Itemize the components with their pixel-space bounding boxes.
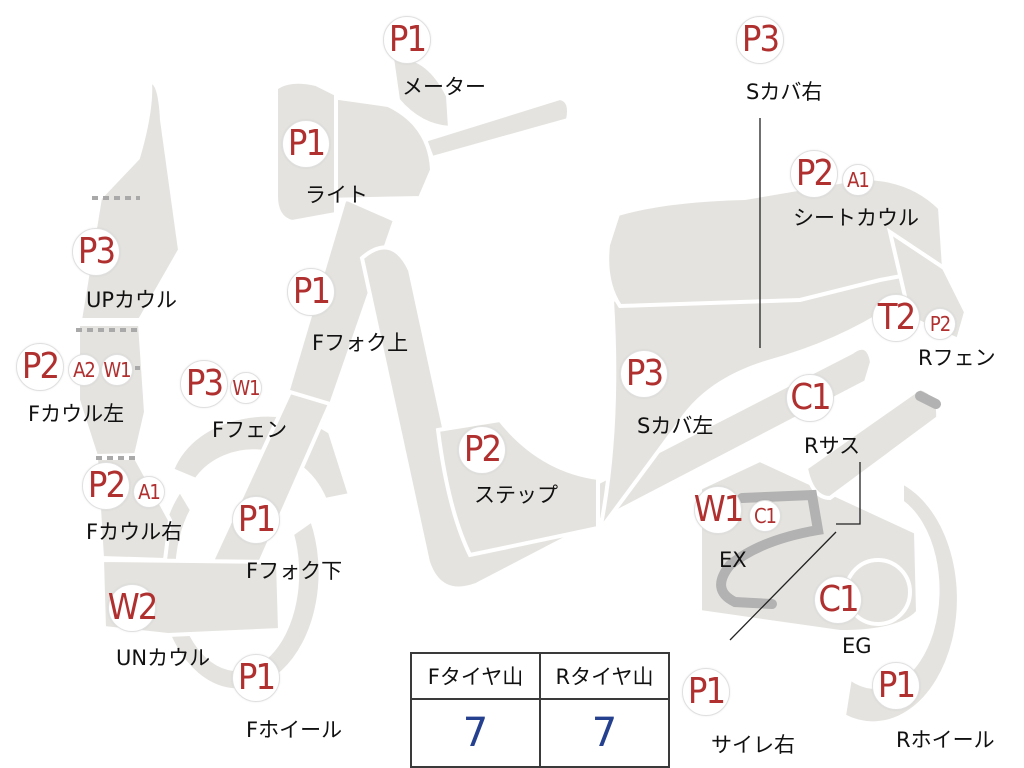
fork-lower-badge-1: P1	[232, 496, 280, 544]
s-cover-right-badge-1: P3	[736, 16, 784, 64]
engine-label: EG	[842, 634, 872, 658]
r-wheel-badge-1: P1	[872, 662, 920, 710]
rear-wheel-shape	[841, 478, 961, 726]
f-fender-badge-1: P3	[180, 360, 228, 408]
f-cowl-right-label: Fカウル右	[86, 520, 183, 544]
up-cowl-badge-1: P3	[72, 228, 120, 276]
up-cowl-shape	[77, 80, 183, 322]
s-cover-left-badge-1: P3	[620, 350, 668, 398]
f-wheel-badge-1: P1	[232, 654, 280, 702]
f-fender-label: Fフェン	[212, 418, 288, 442]
frame-shape	[359, 245, 875, 591]
f-cowl-left-badge-2: A2	[68, 354, 100, 386]
r-wheel-label: Rホイール	[896, 728, 995, 752]
fork-lower-label: Fフォク下	[246, 559, 343, 583]
light-label: ライト	[305, 183, 368, 207]
f-cowl-right-badge-1: P2	[82, 462, 130, 510]
handlebar-shape	[422, 95, 571, 161]
exhaust-label: EX	[719, 548, 747, 572]
f-cowl-left-shape	[76, 322, 149, 459]
tire-tread-header-row: Fタイヤ山 Rタイヤ山	[410, 652, 670, 700]
un-cowl-badge-1: W2	[108, 584, 158, 632]
r-suspension-badge-1: C1	[786, 374, 834, 422]
seat-cowl-label: シートカウル	[793, 206, 919, 230]
step-label: ステップ	[474, 483, 558, 507]
r-suspension-label: Rサス	[804, 434, 861, 458]
r-fender-label: Rフェン	[918, 346, 996, 370]
r-fender-badge-2: P2	[924, 308, 956, 340]
fork-upper-label: Fフォク上	[312, 331, 409, 355]
front-tire-tread-value: 7	[410, 698, 541, 768]
rear-suspension-shape	[803, 385, 941, 501]
f-cowl-left-badge-1: P2	[16, 343, 64, 391]
r-fender-badge-1: T2	[872, 294, 920, 342]
r-suspension-leader	[836, 462, 861, 525]
up-cowl-label: UPカウル	[86, 288, 178, 312]
muffler-right-badge-1: P1	[682, 668, 730, 716]
s-cover-left-label: Sカバ左	[637, 414, 714, 438]
light-badge-1: P1	[282, 120, 330, 168]
meter-badge-1: P1	[383, 16, 431, 64]
rear-tire-tread-value: 7	[539, 698, 670, 768]
tire-tread-table: Fタイヤ山 Rタイヤ山 7 7	[410, 652, 670, 768]
tire-tread-value-row: 7 7	[410, 698, 670, 768]
engine-badge-1: C1	[814, 576, 862, 624]
step-badge-1: P2	[458, 426, 506, 474]
f-wheel-label: Fホイール	[246, 718, 343, 742]
fork-upper-badge-1: P1	[287, 268, 335, 316]
seat-cowl-badge-2: A1	[842, 164, 874, 196]
f-cowl-right-badge-2: A1	[133, 476, 165, 508]
seat-cowl-badge-1: P2	[790, 150, 838, 198]
exhaust-pipe-shape	[915, 391, 941, 409]
f-fender-badge-2: W1	[230, 372, 262, 404]
rear-tire-tread-header: Rタイヤ山	[539, 652, 670, 700]
muffler-right-label: サイレ右	[711, 733, 795, 757]
un-cowl-label: UNカウル	[116, 646, 211, 670]
front-wheel-shape	[154, 486, 323, 693]
front-tire-tread-header: Fタイヤ山	[410, 652, 541, 700]
head-housing-shape	[315, 92, 435, 203]
f-cowl-left-label: Fカウル左	[28, 402, 125, 426]
exhaust-badge-2: C1	[749, 500, 781, 532]
exhaust-badge-1: W1	[694, 486, 744, 534]
meter-label: メーター	[402, 75, 486, 99]
f-cowl-left-badge-3: W1	[101, 354, 133, 386]
s-cover-right-label: Sカバ右	[746, 80, 823, 104]
muffler-right-leader	[729, 531, 837, 641]
exhaust-shape	[716, 489, 824, 609]
